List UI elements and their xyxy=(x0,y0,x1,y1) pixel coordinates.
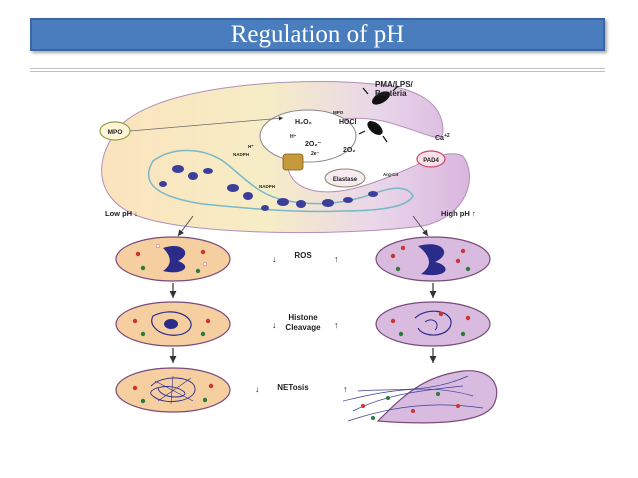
pad4-granule xyxy=(416,150,446,168)
histone-right-arrow: ↑ xyxy=(334,320,339,330)
nadph-oxidase-label: NADPH xyxy=(233,152,249,157)
histone-label-1: Histone xyxy=(288,313,318,322)
high-ph-cell-histone xyxy=(375,301,491,347)
figure-svg: MPO PAD4 Ca+2 Elastase NADPH NADPH Arg-C… xyxy=(99,80,498,424)
phagosome xyxy=(259,109,357,163)
arginine-label: Arg-Cit xyxy=(383,172,399,177)
nucleus-lobes xyxy=(159,165,378,211)
proton-label: H⁺ xyxy=(290,134,297,140)
superoxide-label: 2O₂⁻ xyxy=(305,141,321,148)
nadph-label: NADPH xyxy=(259,184,275,189)
mpo-label: MPO xyxy=(108,129,123,136)
high-ph-net-release xyxy=(342,370,498,424)
low-ph-label: Low pH ↓ xyxy=(105,209,138,218)
electron-label: 2e⁻ xyxy=(311,151,320,157)
slide-title: Regulation of pH xyxy=(230,20,405,48)
h2o2-label: H₂O₂ xyxy=(295,119,312,126)
proton-small-label: H⁺ xyxy=(248,144,254,149)
ph-regulation-figure: MPO PAD4 Ca+2 Elastase NADPH NADPH Arg-C… xyxy=(43,76,568,440)
low-ph-cell-histone xyxy=(115,301,231,347)
low-ph-cell-netosis xyxy=(115,367,231,413)
pad4-label: PAD4 xyxy=(423,158,439,164)
ros-left-arrow: ↓ xyxy=(272,254,277,264)
ros-label: ROS xyxy=(294,251,312,260)
mpo-small-label: MPO xyxy=(333,110,344,115)
calcium-label: Ca+2 xyxy=(435,133,450,142)
ros-right-arrow: ↑ xyxy=(334,254,339,264)
nucleus-channel xyxy=(147,149,414,213)
elastase-granule xyxy=(324,168,366,188)
high-ph-cell-ros xyxy=(375,236,491,282)
low-ph-cell-ros xyxy=(115,236,231,282)
nadph-oxidase-complex xyxy=(282,153,304,171)
bacteria-icon xyxy=(358,85,399,143)
hocl-label: HOCl xyxy=(339,119,357,126)
high-ph-label: High pH ↑ xyxy=(441,209,476,218)
netosis-right-arrow: ↑ xyxy=(343,384,348,394)
netosis-left-arrow: ↓ xyxy=(255,384,260,394)
elastase-label: Elastase xyxy=(333,177,358,183)
oxygen-label: 2O₂ xyxy=(343,147,355,154)
divider-line xyxy=(30,68,605,69)
histone-left-arrow: ↓ xyxy=(272,320,277,330)
netosis-label: NETosis xyxy=(277,383,309,392)
title-banner: Regulation of pH xyxy=(30,18,605,51)
histone-label-2: Cleavage xyxy=(285,323,321,332)
stimulus-label-2: Bacteria xyxy=(375,89,407,98)
divider-line-2 xyxy=(30,71,605,72)
stimulus-label-1: PMA/LPS/ xyxy=(375,80,414,89)
